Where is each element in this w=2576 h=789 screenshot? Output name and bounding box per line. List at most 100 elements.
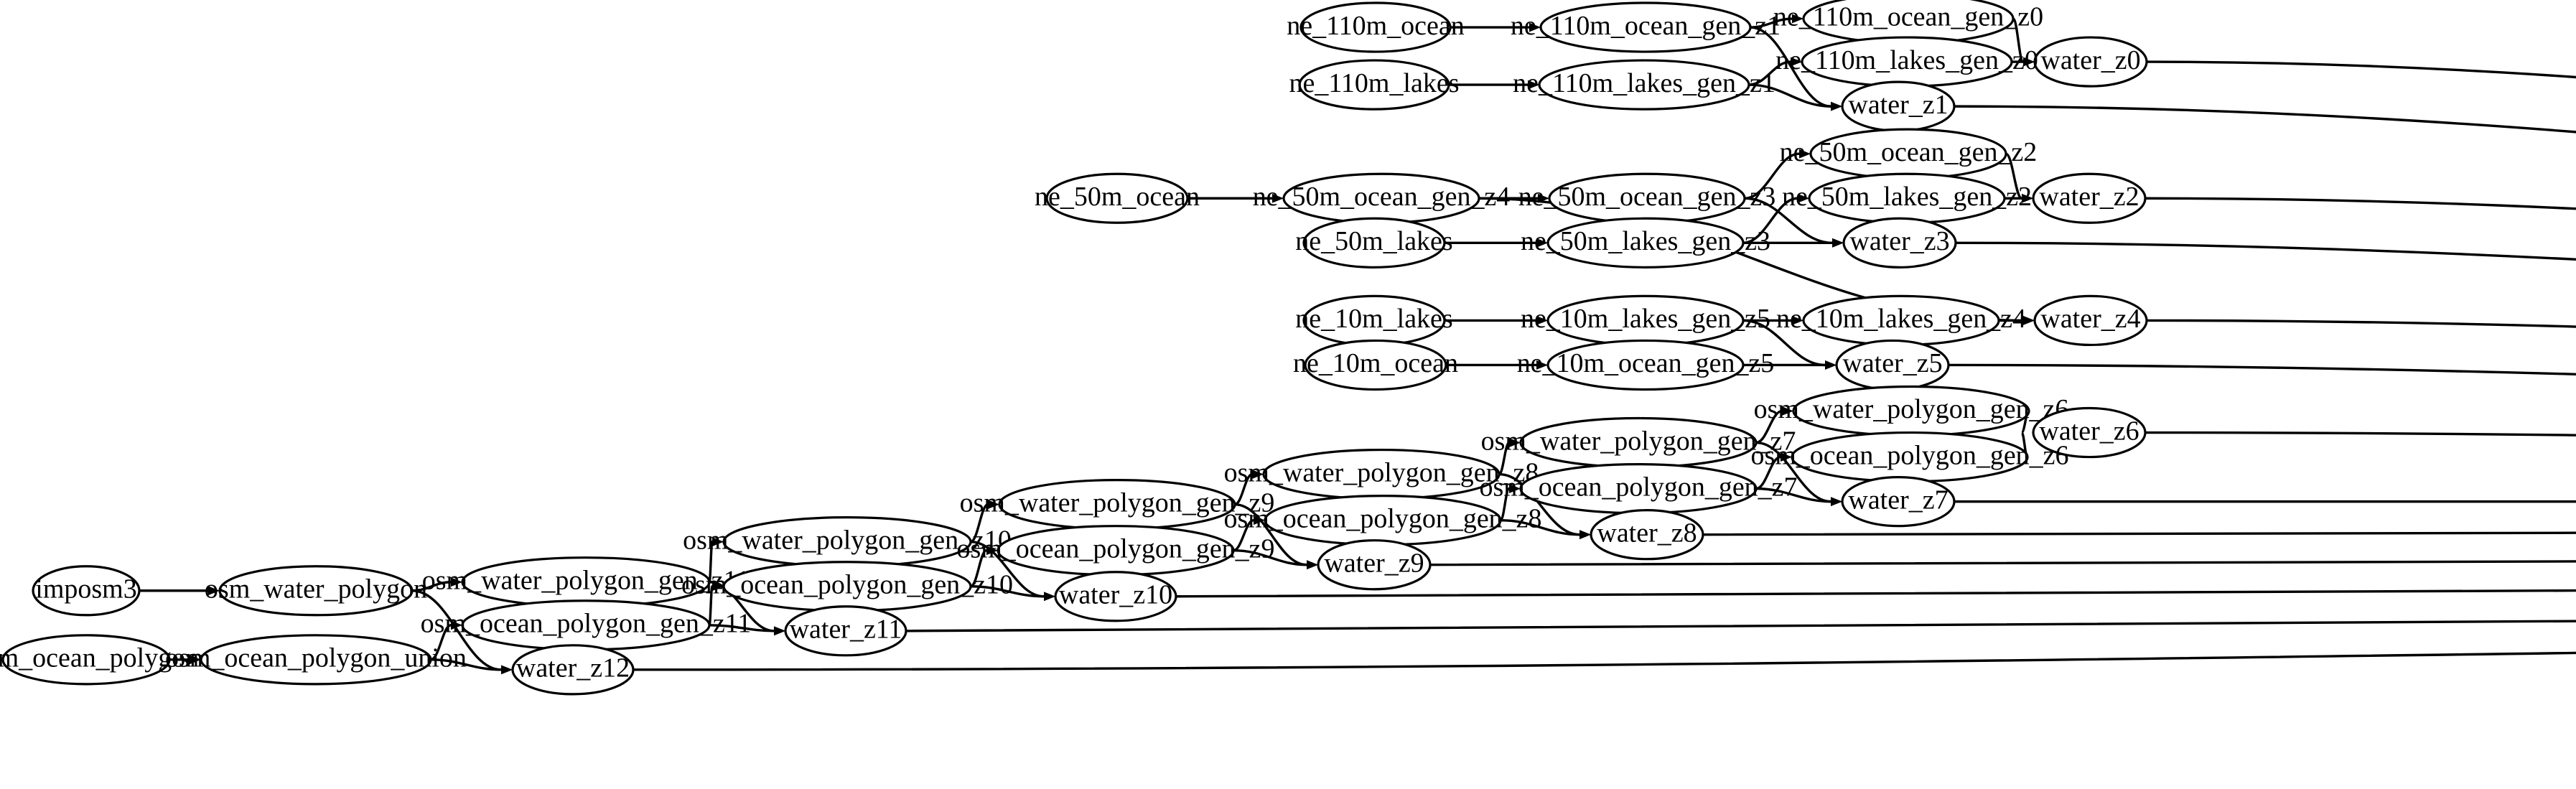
node-water_z3[interactable]: water_z3 bbox=[1842, 217, 1957, 269]
node-osm_ocean_polygon_gen_z10[interactable]: osm_ocean_polygon_gen_z10 bbox=[681, 561, 1013, 612]
edge-ne_110m_ocean_gen_z1-to-ne_110m_ocean_gen_z0 bbox=[1750, 14, 1803, 29]
node-ne_50m_ocean_gen_z2[interactable]: ne_50m_ocean_gen_z2 bbox=[1780, 128, 2038, 179]
node-osm_water_polygon_gen_z9[interactable]: osm_water_polygon_gen_z9 bbox=[960, 479, 1275, 531]
node-osm_ocean_polygon_gen_z6[interactable]: osm_ocean_polygon_gen_z6 bbox=[1750, 431, 2069, 483]
node-shape-osm_ocean_polygon_gen_z8 bbox=[1264, 495, 1502, 546]
node-shape-osm_ocean_polygon_gen_z9 bbox=[997, 525, 1235, 576]
node-shape-ne_10m_lakes bbox=[1302, 294, 1446, 347]
node-ne_10m_ocean_gen_z5[interactable]: ne_10m_ocean_gen_z5 bbox=[1517, 339, 1775, 391]
node-osm_water_polygon_gen_z10[interactable]: osm_water_polygon_gen_z10 bbox=[683, 516, 1012, 568]
node-ne_10m_ocean[interactable]: ne_10m_ocean bbox=[1293, 339, 1458, 391]
edge-arrowhead bbox=[1529, 22, 1541, 32]
edge-osm_ocean_polygon_gen_z8-to-water_z8 bbox=[1500, 518, 1591, 540]
edge-line bbox=[411, 589, 502, 671]
node-ne_50m_ocean_gen_z3[interactable]: ne_50m_ocean_gen_z3 bbox=[1518, 172, 1776, 224]
node-imposm3[interactable]: imposm3 bbox=[32, 565, 141, 617]
edge-line bbox=[411, 581, 452, 592]
edge-arrowhead bbox=[451, 577, 462, 587]
node-shape-water_z7 bbox=[1841, 476, 1956, 528]
node-osm_ocean_polygon_gen_z9[interactable]: osm_ocean_polygon_gen_z9 bbox=[956, 525, 1275, 576]
node-ne_110m_lakes_gen_z0[interactable]: ne_110m_lakes_gen_z0 bbox=[1775, 36, 2038, 88]
edge-line bbox=[2146, 60, 2576, 79]
node-shape-water_z0 bbox=[2033, 36, 2148, 88]
node-osm_water_polygon_gen_z11[interactable]: osm_water_polygon_gen_z11 bbox=[422, 556, 750, 608]
node-water_z12[interactable]: water_z12 bbox=[511, 644, 635, 696]
edge-line bbox=[1498, 472, 1580, 536]
node-shape-water_z9 bbox=[1317, 539, 1432, 591]
edge-line bbox=[1742, 197, 1798, 245]
node-ne_50m_lakes_gen_z2[interactable]: ne_50m_lakes_gen_z2 bbox=[1782, 172, 2032, 224]
node-water_z4[interactable]: water_z4 bbox=[2033, 294, 2148, 347]
edge-osm_ocean_polygon_gen_z9-to-water_z9 bbox=[1233, 548, 1318, 570]
edge-osm_water_polygon_gen_z8-to-osm_water_polygon_gen_z7 bbox=[1498, 438, 1521, 476]
node-ne_110m_ocean_gen_z1[interactable]: ne_110m_ocean_gen_z1 bbox=[1511, 1, 1781, 53]
node-osm_ocean_polygon[interactable]: osm_ocean_polygon bbox=[0, 634, 199, 686]
edge-ne_110m_lakes_gen_z1-to-water_z1 bbox=[1748, 83, 1842, 111]
node-water_z9[interactable]: water_z9 bbox=[1317, 539, 1432, 591]
node-shape-water_z2 bbox=[2032, 172, 2147, 224]
node-ne_110m_lakes_gen_z1[interactable]: ne_110m_lakes_gen_z1 bbox=[1513, 59, 1775, 111]
edge-water_z12-to-layer_water.z12-plus bbox=[633, 651, 2576, 671]
edge-arrowhead bbox=[1831, 497, 1842, 507]
node-osm_water_polygon_gen_z7[interactable]: osm_water_polygon_gen_z7 bbox=[1481, 416, 1796, 469]
node-shape-osm_water_polygon_gen_z11 bbox=[461, 556, 711, 608]
edge-osm_ocean_polygon_gen_z7-to-osm_ocean_polygon_gen_z6 bbox=[1755, 452, 1792, 490]
edge-ne_10m_ocean_gen_z5-to-water_z5 bbox=[1743, 360, 1837, 370]
node-shape-water_z6 bbox=[2032, 406, 2147, 459]
edge-ne_10m_ocean-to-ne_10m_ocean_gen_z5 bbox=[1446, 360, 1548, 370]
edge-ne_50m_lakes_gen_z3-to-water_z3 bbox=[1742, 238, 1844, 248]
edge-osm_ocean_polygon_union-to-osm_ocean_polygon_gen_z11 bbox=[430, 620, 462, 661]
edge-ne_110m_ocean-to-ne_110m_ocean_gen_z1 bbox=[1450, 22, 1541, 32]
node-ne_50m_lakes[interactable]: ne_50m_lakes bbox=[1295, 217, 1453, 269]
node-osm_ocean_polygon_gen_z11[interactable]: osm_ocean_polygon_gen_z11 bbox=[421, 599, 752, 651]
edge-line bbox=[1755, 409, 1783, 444]
node-shape-water_z1 bbox=[1841, 80, 1956, 132]
node-ne_10m_lakes[interactable]: ne_10m_lakes bbox=[1295, 294, 1453, 347]
node-water_z6[interactable]: water_z6 bbox=[2032, 406, 2147, 459]
edge-arrowhead bbox=[1509, 484, 1521, 494]
node-shape-ne_110m_lakes bbox=[1298, 59, 1450, 111]
node-osm_ocean_polygon_union[interactable]: osm_ocean_polygon_union bbox=[165, 634, 467, 686]
edge-line bbox=[970, 503, 989, 543]
node-osm_ocean_polygon_gen_z8[interactable]: osm_ocean_polygon_gen_z8 bbox=[1223, 495, 1542, 546]
node-shape-osm_water_polygon_gen_z8 bbox=[1262, 448, 1501, 500]
edge-arrowhead bbox=[1792, 14, 1803, 24]
edge-line bbox=[1750, 26, 1831, 108]
node-water_z5[interactable]: water_z5 bbox=[1835, 339, 1950, 391]
node-ne_50m_ocean[interactable]: ne_50m_ocean bbox=[1035, 172, 1200, 224]
edge-arrowhead bbox=[208, 586, 220, 596]
node-ne_110m_lakes[interactable]: ne_110m_lakes bbox=[1289, 59, 1460, 111]
node-ne_10m_lakes_gen_z4[interactable]: ne_10m_lakes_gen_z4 bbox=[1776, 294, 2026, 347]
node-ne_50m_ocean_gen_z4[interactable]: ne_50m_ocean_gen_z4 bbox=[1253, 172, 1511, 224]
node-water_z0[interactable]: water_z0 bbox=[2033, 36, 2148, 88]
edge-line bbox=[1955, 241, 2576, 261]
edge-water_z0-to-layer_water.z0 bbox=[2146, 60, 2576, 79]
node-water_z11[interactable]: water_z11 bbox=[784, 605, 907, 657]
node-ne_10m_lakes_gen_z5[interactable]: ne_10m_lakes_gen_z5 bbox=[1521, 294, 1770, 347]
edge-osm_water_polygon_gen_z10-to-osm_water_polygon_gen_z9 bbox=[970, 500, 999, 543]
node-osm_water_polygon_gen_z8[interactable]: osm_water_polygon_gen_z8 bbox=[1224, 448, 1539, 500]
node-shape-ne_10m_ocean bbox=[1304, 339, 1447, 391]
node-ne_110m_ocean[interactable]: ne_110m_ocean bbox=[1287, 1, 1465, 53]
node-osm_water_polygon[interactable]: osm_water_polygon bbox=[205, 565, 427, 617]
node-shape-ne_110m_ocean_gen_z1 bbox=[1539, 1, 1752, 53]
edge-line bbox=[1233, 518, 1254, 552]
edge-arrowhead bbox=[1782, 406, 1793, 416]
edge-arrowhead bbox=[712, 582, 724, 592]
node-water_z1[interactable]: water_z1 bbox=[1841, 80, 1956, 132]
node-shape-ne_10m_lakes_gen_z4 bbox=[1802, 294, 2000, 347]
edge-line bbox=[1234, 472, 1253, 506]
node-ne_50m_lakes_gen_z3[interactable]: ne_50m_lakes_gen_z3 bbox=[1521, 217, 1770, 269]
edge-line bbox=[430, 624, 452, 661]
node-water_z2[interactable]: water_z2 bbox=[2032, 172, 2147, 224]
node-water_z10[interactable]: water_z10 bbox=[1054, 571, 1177, 622]
node-shape-osm_ocean_polygon_gen_z7 bbox=[1519, 462, 1758, 515]
node-osm_water_polygon_gen_z6[interactable]: osm_water_polygon_gen_z6 bbox=[1754, 385, 2069, 437]
node-shape-ne_110m_lakes_gen_z1 bbox=[1538, 59, 1750, 111]
node-osm_ocean_polygon_gen_z7[interactable]: osm_ocean_polygon_gen_z7 bbox=[1479, 462, 1798, 515]
node-water_z8[interactable]: water_z8 bbox=[1590, 509, 1704, 561]
node-shape-osm_water_polygon_gen_z10 bbox=[722, 516, 972, 568]
node-water_z7[interactable]: water_z7 bbox=[1841, 476, 1956, 528]
